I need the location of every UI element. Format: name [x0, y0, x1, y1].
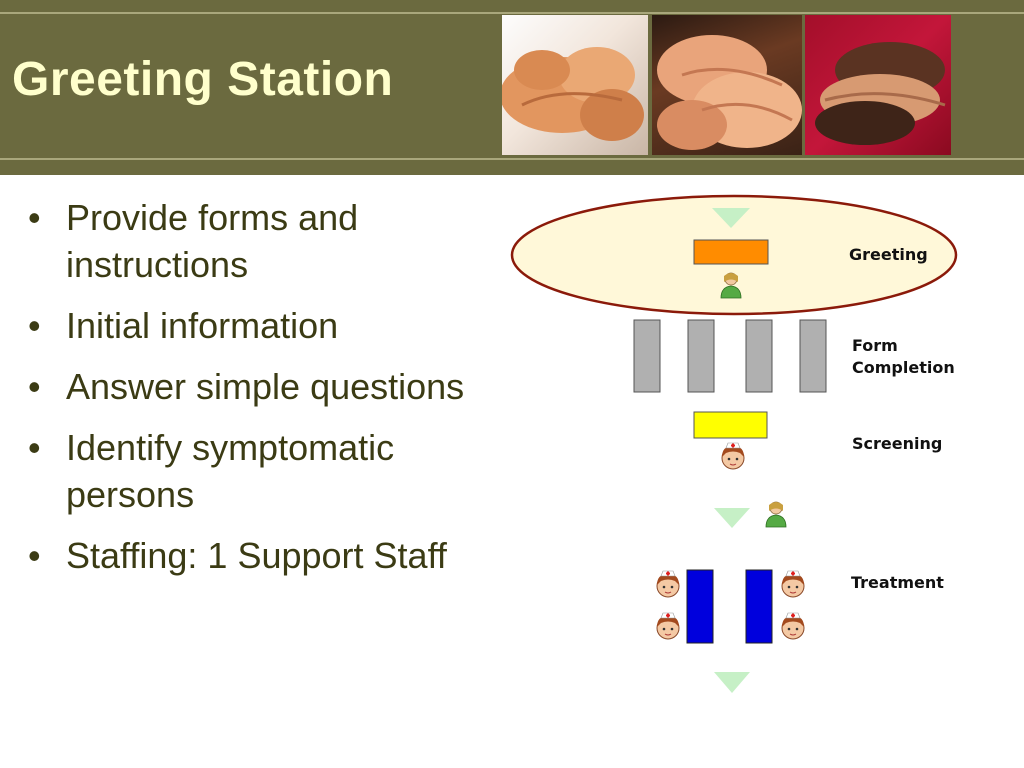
bullet-dot: •: [28, 305, 41, 346]
treatment-bed: [745, 569, 773, 644]
bullet-dot: •: [28, 197, 41, 238]
bullet-text: Identify symptomatic persons: [66, 427, 395, 515]
greeting-label: Greeting: [849, 245, 928, 264]
form-table: [687, 319, 715, 393]
bullet-text: Staffing: 1 Support Staff: [66, 535, 447, 576]
form-table: [799, 319, 827, 393]
form-completion-label-line1: Form: [852, 336, 898, 355]
bullet-item: • Identify symptomatic persons: [24, 424, 504, 518]
photo-clasped-hands: [652, 15, 802, 155]
bullet-text: Answer simple questions: [66, 366, 465, 407]
arrow-down-icon: [712, 208, 750, 228]
photo-hands-red-background: [805, 15, 951, 155]
bullet-list: • Provide forms and instructions • Initi…: [24, 194, 504, 593]
nurse-icon: [781, 570, 805, 598]
bullet-item: • Provide forms and instructions: [24, 194, 504, 288]
form-completion-label-line2: Completion: [852, 358, 955, 377]
bullet-item: • Staffing: 1 Support Staff: [24, 532, 504, 579]
arrow-down-icon: [714, 508, 750, 528]
treatment-bed: [686, 569, 714, 644]
screening-desk: [693, 411, 768, 439]
greeting-desk: [693, 239, 769, 265]
person-icon: [765, 501, 787, 528]
bullet-dot: •: [28, 535, 41, 576]
form-table: [745, 319, 773, 393]
bullet-item: • Answer simple questions: [24, 363, 504, 410]
arrow-down-icon: [714, 672, 750, 693]
bullet-dot: •: [28, 366, 41, 407]
page-title: Greeting Station: [12, 53, 394, 106]
bullet-item: • Initial information: [24, 302, 504, 349]
nurse-icon: [721, 442, 745, 470]
header-bottom-rule: [0, 158, 1024, 160]
nurse-icon: [656, 612, 680, 640]
screening-label: Screening: [852, 434, 942, 453]
form-table: [633, 319, 661, 393]
bullet-text: Provide forms and instructions: [66, 197, 359, 285]
bullet-text: Initial information: [66, 305, 339, 346]
photo-baby-hand: [502, 15, 648, 155]
header-band: Greeting Station: [0, 0, 1024, 175]
nurse-icon: [781, 612, 805, 640]
treatment-label: Treatment: [851, 573, 944, 592]
header-top-rule: [0, 12, 1024, 14]
nurse-icon: [656, 570, 680, 598]
bullet-dot: •: [28, 427, 41, 468]
